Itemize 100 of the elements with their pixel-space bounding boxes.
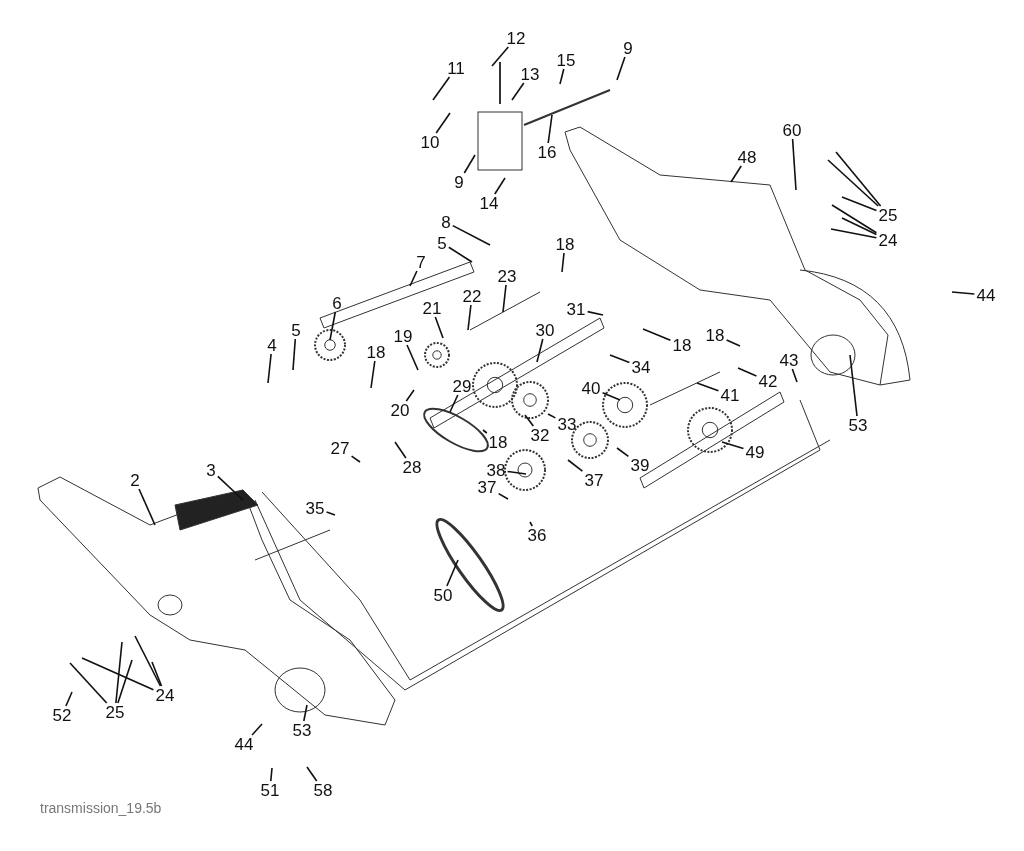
figure-code: transmission_19.5b	[40, 800, 162, 816]
leader-line	[497, 492, 509, 500]
callout-number: 18	[488, 433, 508, 451]
callout-number: 35	[305, 499, 325, 517]
callout-number: 4	[267, 336, 277, 354]
leader-line	[524, 414, 535, 427]
leader-line	[841, 217, 878, 236]
callout-number: 12	[506, 29, 526, 47]
callout-number: 41	[720, 386, 740, 404]
callout-number: 6	[332, 294, 342, 312]
callout-number: 43	[779, 351, 799, 369]
leader-line	[115, 641, 123, 704]
callout-number: 8	[441, 213, 451, 231]
leader-line	[270, 767, 273, 782]
leader-line	[841, 196, 878, 212]
leader-line	[432, 76, 451, 101]
callout-number: 18	[366, 343, 386, 361]
leader-line	[849, 354, 858, 417]
callout-number: 37	[584, 471, 604, 489]
callout-number: 24	[878, 231, 898, 249]
leader-line	[951, 291, 976, 295]
callout-number: 29	[452, 377, 472, 395]
callout-number: 50	[433, 586, 453, 604]
leader-line	[511, 82, 525, 101]
leader-line	[449, 394, 459, 413]
callout-number: 18	[705, 326, 725, 344]
leader-line	[292, 338, 297, 371]
callout-number: 27	[330, 439, 350, 457]
leader-line	[405, 389, 415, 402]
callout-number: 34	[631, 358, 651, 376]
leader-line	[467, 304, 472, 331]
leader-line	[406, 344, 419, 371]
leader-line	[737, 367, 758, 377]
leader-line	[482, 429, 488, 434]
callout-number: 18	[672, 336, 692, 354]
callout-number: 9	[623, 39, 633, 57]
callout-number: 5	[437, 234, 447, 252]
leader-line	[434, 316, 444, 339]
leader-line	[409, 270, 418, 287]
leader-line	[325, 511, 336, 516]
callout-number: 37	[477, 478, 497, 496]
callout-number: 48	[737, 148, 757, 166]
callout-number: 21	[422, 299, 442, 317]
leader-line	[463, 154, 476, 174]
leader-line	[350, 455, 361, 463]
callout-number: 11	[447, 59, 465, 77]
leader-line	[502, 284, 507, 313]
leader-line	[696, 382, 720, 392]
leader-line	[394, 441, 407, 459]
leader-line	[561, 252, 565, 273]
leader-line	[329, 311, 337, 341]
leader-line	[827, 159, 879, 207]
leader-line	[830, 228, 878, 239]
leader-line	[547, 413, 557, 419]
callout-number: 49	[745, 443, 765, 461]
leader-line	[306, 766, 318, 782]
leader-line	[601, 392, 621, 401]
leader-line	[791, 368, 798, 383]
callout-number: 9	[454, 173, 464, 191]
callout-number: 38	[486, 461, 506, 479]
callout-number: 58	[313, 781, 333, 799]
callout-number: 20	[390, 401, 410, 419]
leader-line	[616, 447, 630, 458]
leader-line	[134, 635, 162, 687]
leader-line	[65, 691, 73, 707]
leader-line	[567, 459, 584, 472]
callout-number: 53	[292, 721, 312, 739]
leader-line	[69, 662, 108, 704]
callout-number: 25	[105, 703, 125, 721]
leader-line	[217, 475, 244, 501]
callout-number: 31	[566, 300, 586, 318]
callout-number: 32	[530, 426, 550, 444]
callout-number: 52	[52, 706, 72, 724]
leader-line	[547, 114, 553, 144]
callout-number: 7	[416, 253, 426, 271]
callout-number: 30	[535, 321, 555, 339]
callout-number: 44	[234, 735, 254, 753]
leader-line	[370, 360, 376, 389]
leader-line	[494, 177, 506, 195]
leader-line	[536, 338, 544, 363]
callout-number: 2	[130, 471, 140, 489]
leader-line	[491, 46, 510, 67]
callout-number: 3	[206, 461, 216, 479]
callout-number: 36	[527, 526, 547, 544]
callout-number: 10	[420, 133, 440, 151]
leader-line	[251, 723, 263, 736]
callout-number: 53	[848, 416, 868, 434]
callout-number: 44	[976, 286, 996, 304]
leader-line	[138, 488, 156, 526]
leader-line	[835, 151, 882, 207]
callout-number: 16	[537, 143, 557, 161]
callout-number: 39	[630, 456, 650, 474]
leader-line	[435, 112, 451, 134]
callout-number: 24	[155, 686, 175, 704]
leader-line	[609, 354, 631, 364]
leader-line	[616, 56, 626, 81]
callout-number: 15	[556, 51, 576, 69]
callout-number: 14	[479, 194, 499, 212]
leader-line	[831, 204, 878, 234]
leader-line	[506, 470, 527, 475]
